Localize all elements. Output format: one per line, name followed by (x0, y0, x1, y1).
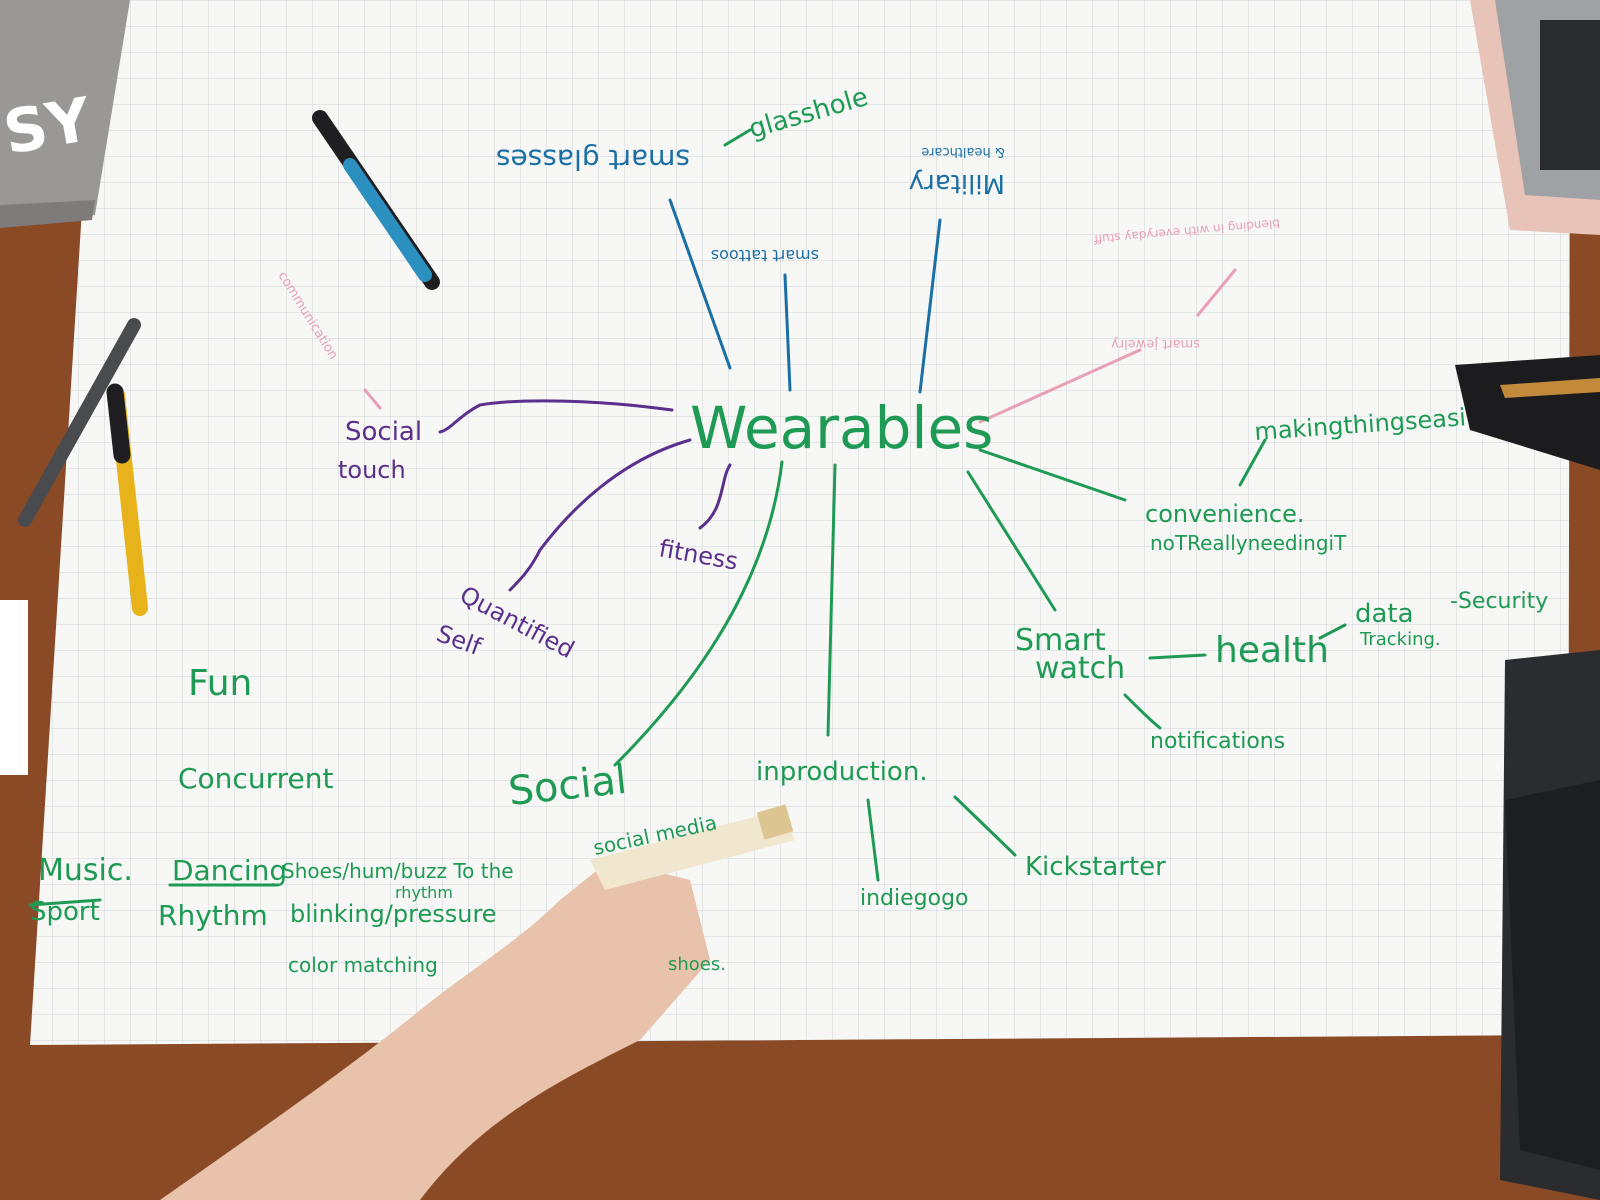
convenience-label: convenience. (1145, 500, 1305, 528)
tracking-label: Tracking. (1359, 629, 1441, 650)
shoes-label: Shoes/hum/buzz To the (282, 859, 514, 883)
shoes-end-label: shoes. (668, 954, 726, 975)
notepad-left (0, 600, 28, 775)
center-topic: Wearables (690, 394, 993, 462)
inproduction-label: inproduction. (756, 757, 928, 787)
smart-jewelry-note: smart jewelry (1111, 336, 1200, 351)
notifications-label: notifications (1150, 729, 1285, 754)
blinking-label: blinking/pressure (290, 900, 497, 928)
hand-with-marker (160, 804, 795, 1200)
yellow-marker (106, 383, 148, 616)
health-label: health (1215, 630, 1329, 671)
dancing-label: Dancing (172, 854, 287, 887)
kickstarter-label: Kickstarter (1025, 852, 1166, 882)
not-really-needing-it-label: noTReallyneedingiT (1150, 531, 1347, 555)
military-sub-label: & healthcare (921, 144, 1005, 159)
fun-label: Fun (188, 663, 252, 704)
laptop-sticker-text: SY (0, 85, 98, 169)
smart-watch-label-2: watch (1035, 651, 1125, 686)
military-label: Military (909, 168, 1005, 198)
social-touch-label-2: touch (338, 456, 406, 484)
smart-glasses-label: smart glasses (496, 143, 690, 176)
data-label: data (1355, 599, 1414, 629)
color-matching-label: color matching (288, 953, 438, 977)
indiegogo-label: indiegogo (860, 886, 969, 911)
music-label: Music. (38, 853, 133, 888)
grey-marker (18, 318, 141, 527)
pencil-case (1455, 355, 1600, 470)
social-touch-label-1: Social (345, 417, 422, 447)
sport-label: Sport (30, 897, 100, 927)
mindmap-connectors (28, 128, 1347, 907)
rhythm-label: Rhythm (158, 899, 268, 932)
laptop-top-right (1470, 0, 1600, 235)
paper-grid (30, 0, 1570, 1045)
concurrent-label: Concurrent (178, 762, 333, 795)
smart-watch-label-1: Smart (1015, 623, 1106, 658)
rhythm-small-label: rhythm (395, 883, 453, 902)
security-label: -Security (1450, 589, 1548, 614)
laptop-top-left: SY (0, 0, 130, 228)
blue-marker (312, 110, 440, 290)
smart-tattoos-label: smart tattoos (711, 246, 819, 265)
laptop-bottom-right (1500, 650, 1600, 1200)
